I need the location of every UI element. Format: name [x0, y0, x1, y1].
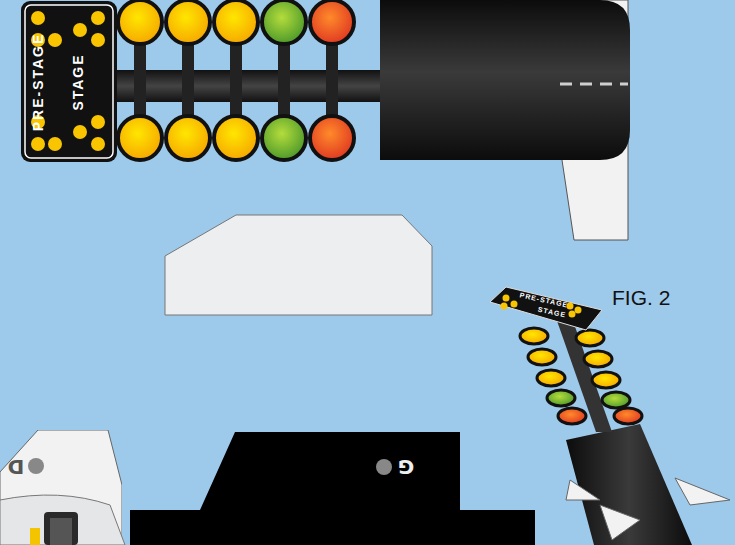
tree-lights: [118, 0, 354, 160]
node-text: STAGE: [71, 53, 85, 110]
small-fin: [675, 478, 730, 505]
stage-bulb: [73, 125, 87, 139]
stage-panel: [21, 1, 117, 162]
stage-bulb: [575, 307, 582, 314]
small-rocket-body: [566, 424, 692, 545]
stage-bulb: [31, 11, 45, 25]
stage-bulb: [91, 137, 105, 151]
tree-bar: [110, 70, 390, 102]
figure-label: FIG. 2: [612, 287, 670, 308]
stage-bulb: [31, 137, 45, 151]
black-block: [130, 432, 535, 545]
dash-line: [560, 83, 628, 86]
stage-panel: PRE-STAGE STAGE: [20, 0, 118, 163]
marker-block: D: [0, 430, 122, 545]
node-outline: [130, 432, 535, 545]
stage-bulb: [73, 23, 87, 37]
white-block: [0, 430, 122, 545]
small-fin: [600, 505, 640, 540]
node-outline: [0, 430, 122, 545]
stage-bulb: [91, 11, 105, 25]
stage-bulb: [503, 295, 510, 302]
panel-border: [25, 5, 113, 158]
node-text: G: [398, 457, 414, 477]
node-text: PRE-STAGE: [31, 33, 45, 132]
stage-bulb: [511, 301, 518, 308]
node-text: D: [8, 457, 25, 477]
small-fin: [566, 480, 600, 500]
stage-bulb: [569, 311, 576, 318]
marker-block: G: [130, 432, 535, 545]
cutout-shape: [165, 215, 432, 315]
stage-bulb: [91, 33, 105, 47]
stage-bulb: [48, 137, 62, 151]
small-tree-lights: [520, 328, 642, 424]
stage-bulb: [48, 33, 62, 47]
stage-bulb: [91, 115, 105, 129]
stage-panel: PRE-STAGESTAGE: [486, 284, 606, 334]
stage-bulb: [501, 303, 508, 310]
stage-panel: [490, 287, 602, 330]
rocket-body: [380, 0, 630, 160]
